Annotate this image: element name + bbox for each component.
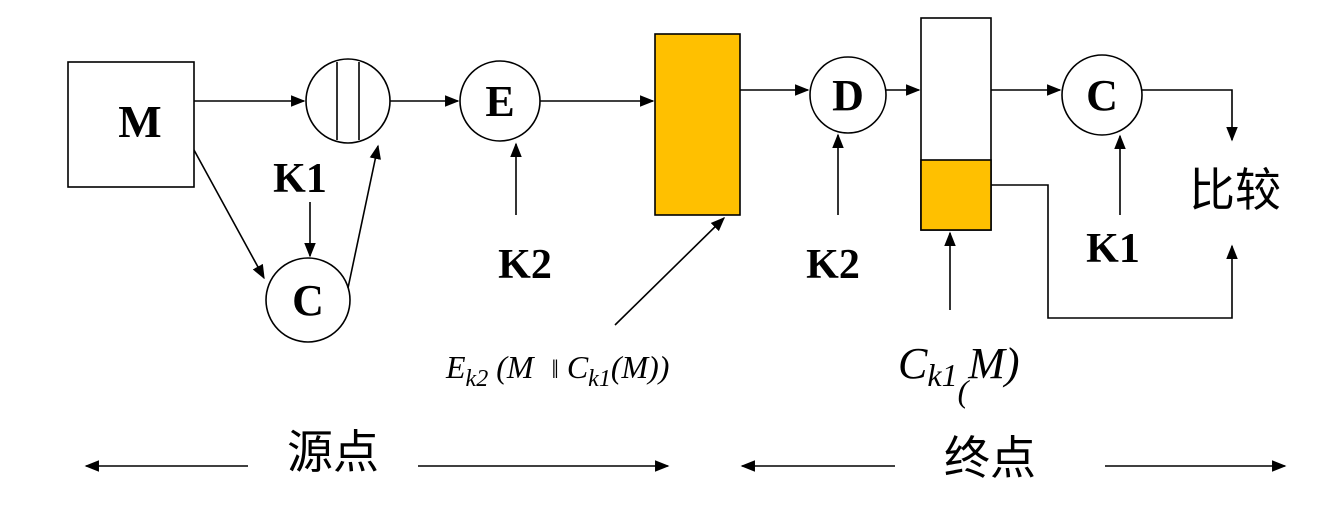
arrow-mac-to-compare <box>991 184 1238 319</box>
mac-section <box>920 159 992 231</box>
ciphertext-block <box>654 33 741 216</box>
ciphertext-formula: Ek2 (M ‖ Ck1(M)) <box>445 349 669 392</box>
k1-source-label: K1 <box>273 156 327 202</box>
k2-source-label: K2 <box>498 242 552 288</box>
k1-dest-label: K1 <box>1086 226 1140 272</box>
mac-formula: Ck1(M) <box>898 339 1020 409</box>
decrypt-label: D <box>832 71 864 120</box>
concat-circle <box>305 58 391 144</box>
compress-source-circle <box>265 257 351 343</box>
compress-dest-label: C <box>1086 71 1118 120</box>
source-label: 源点 <box>287 425 379 479</box>
decrypt-circle <box>809 56 887 134</box>
compress-dest-circle <box>1061 54 1143 136</box>
compress-source-label: C <box>292 276 324 325</box>
encrypt-label: E <box>485 77 514 126</box>
arrow-c-to-compare <box>1142 89 1238 142</box>
arrow-c-to-concat <box>347 144 381 289</box>
k2-dest-label: K2 <box>806 242 860 288</box>
destination-label: 终点 <box>944 431 1036 485</box>
compare-label: 比较 <box>1189 163 1281 217</box>
message-box <box>67 61 195 188</box>
arrow-m-to-c <box>193 149 265 280</box>
message-label: M <box>118 96 161 147</box>
arrow-formula-to-block <box>614 216 726 326</box>
